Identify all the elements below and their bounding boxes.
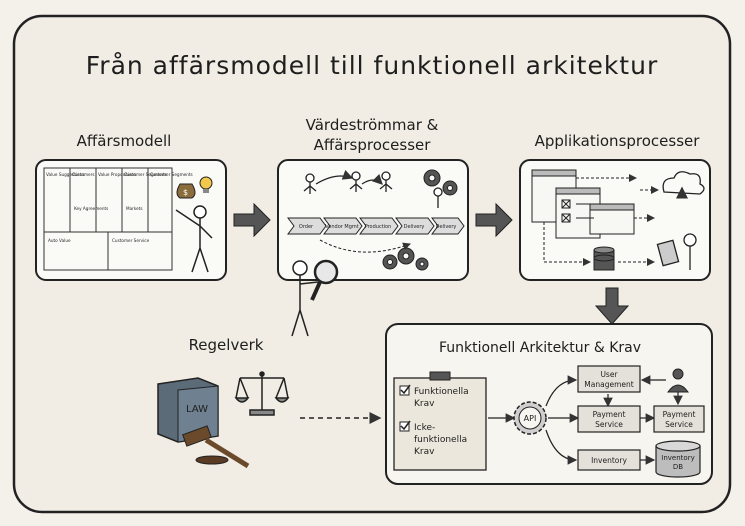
- process-step-4: Delivery: [436, 224, 457, 230]
- value-streams-heading-1: Värdeströmmar &: [306, 116, 439, 134]
- inventory-db-line2: DB: [673, 463, 683, 471]
- inventory-box: [577, 449, 641, 471]
- process-step-0: Order: [299, 224, 314, 230]
- analyst-figure: [291, 260, 319, 337]
- req-functional-line2: Krav: [414, 399, 435, 409]
- canvas-cell-1: Customers: [72, 172, 95, 177]
- value-streams-heading-2: Affärsprocesser: [314, 136, 432, 154]
- canvas-cell-bottom-0: Auto Value: [48, 238, 71, 243]
- process-step-3: Delivery: [404, 224, 425, 230]
- canvas-cell-mid-0: Key Agreements: [74, 206, 108, 211]
- magnifier-icon: [310, 259, 339, 301]
- lightbulb-icon: [199, 176, 213, 193]
- payment-service-2-line1: Payment: [663, 410, 696, 419]
- process-loop-arrow: [319, 239, 411, 253]
- canvas-cell-bottom-1: Customer Service: [112, 238, 150, 243]
- gavel-icon: [182, 425, 250, 469]
- req-nonfunctional-line2: funktionella: [414, 435, 467, 445]
- business-model-panel: [35, 159, 227, 281]
- req-nonfunctional-line1: Icke-: [414, 423, 435, 433]
- req-nonfunctional-line3: Krav: [414, 447, 435, 457]
- database-icon: [593, 246, 615, 271]
- canvas-cell-4: Customer Segments: [150, 172, 193, 177]
- money-bag-icon: $: [176, 183, 196, 199]
- svg-text:$: $: [183, 188, 188, 197]
- payment-service-2-box: [653, 405, 705, 433]
- law-book-label: LAW: [186, 404, 208, 415]
- canvas-cell-mid-1: Markets: [126, 206, 143, 211]
- inventory-db-icon: [655, 440, 701, 478]
- api-label: API: [524, 414, 537, 423]
- inventory-db-line1: Inventory: [661, 454, 694, 462]
- tablet-user-figure: [656, 233, 697, 270]
- business-model-section: Affärsmodell Value Suggestions Customers…: [35, 132, 227, 281]
- process-steps: [287, 217, 465, 235]
- flow-arrow-1: [233, 202, 271, 238]
- inventory-label: Inventory: [591, 456, 627, 465]
- presenter-figure: [175, 205, 213, 273]
- team-figures: [303, 169, 443, 208]
- functional-arch-section: Funktionell Arkitektur & Krav Funktionel…: [385, 323, 713, 485]
- flow-arrow-down: [594, 287, 630, 325]
- regulations-heading: Regelverk: [189, 336, 264, 354]
- gears-bottom-icon: [382, 247, 429, 271]
- payment-service-line1: Payment: [593, 410, 626, 419]
- api-gear-icon: [513, 401, 547, 435]
- value-streams-section: Värdeströmmar & Affärsprocesser: [277, 116, 469, 281]
- app-windows: [531, 169, 635, 239]
- app-flow-lines: [543, 174, 659, 266]
- app-processes-section: Applikationsprocesser: [519, 132, 711, 281]
- canvas-cell-3: Customer Segments: [124, 172, 167, 177]
- user-management-line1: User: [600, 370, 618, 379]
- gears-icon: [423, 169, 458, 196]
- process-step-2: Production: [365, 224, 392, 230]
- business-model-heading: Affärsmodell: [77, 132, 172, 150]
- process-step-1: Vendor Mgmt: [325, 224, 359, 230]
- req-functional-line1: Funktionella: [414, 387, 469, 397]
- user-management-line2: Management: [584, 380, 633, 389]
- scales-icon: [234, 371, 290, 416]
- functional-arch-heading: Funktionell Arkitektur & Krav: [439, 340, 641, 356]
- flow-arrow-2: [475, 202, 513, 238]
- arch-connectors: [488, 375, 683, 465]
- business-model-canvas: [43, 167, 173, 271]
- app-processes-heading: Applikationsprocesser: [535, 132, 701, 150]
- canvas-cell-2: Value Propositions: [98, 172, 136, 177]
- user-management-box: [577, 365, 641, 393]
- user-icon: [667, 368, 689, 393]
- cloud-icon: [662, 171, 705, 199]
- requirements-clipboard: [393, 371, 487, 471]
- payment-service-box: [577, 405, 641, 433]
- diagram-title: Från affärsmodell till funktionell arkit…: [86, 51, 659, 80]
- payment-service-line2: Service: [595, 420, 623, 429]
- regulations-section: Regelverk LAW: [157, 336, 382, 469]
- canvas-cell-0: Value Suggestions: [46, 172, 84, 177]
- payment-service-2-line2: Service: [665, 420, 693, 429]
